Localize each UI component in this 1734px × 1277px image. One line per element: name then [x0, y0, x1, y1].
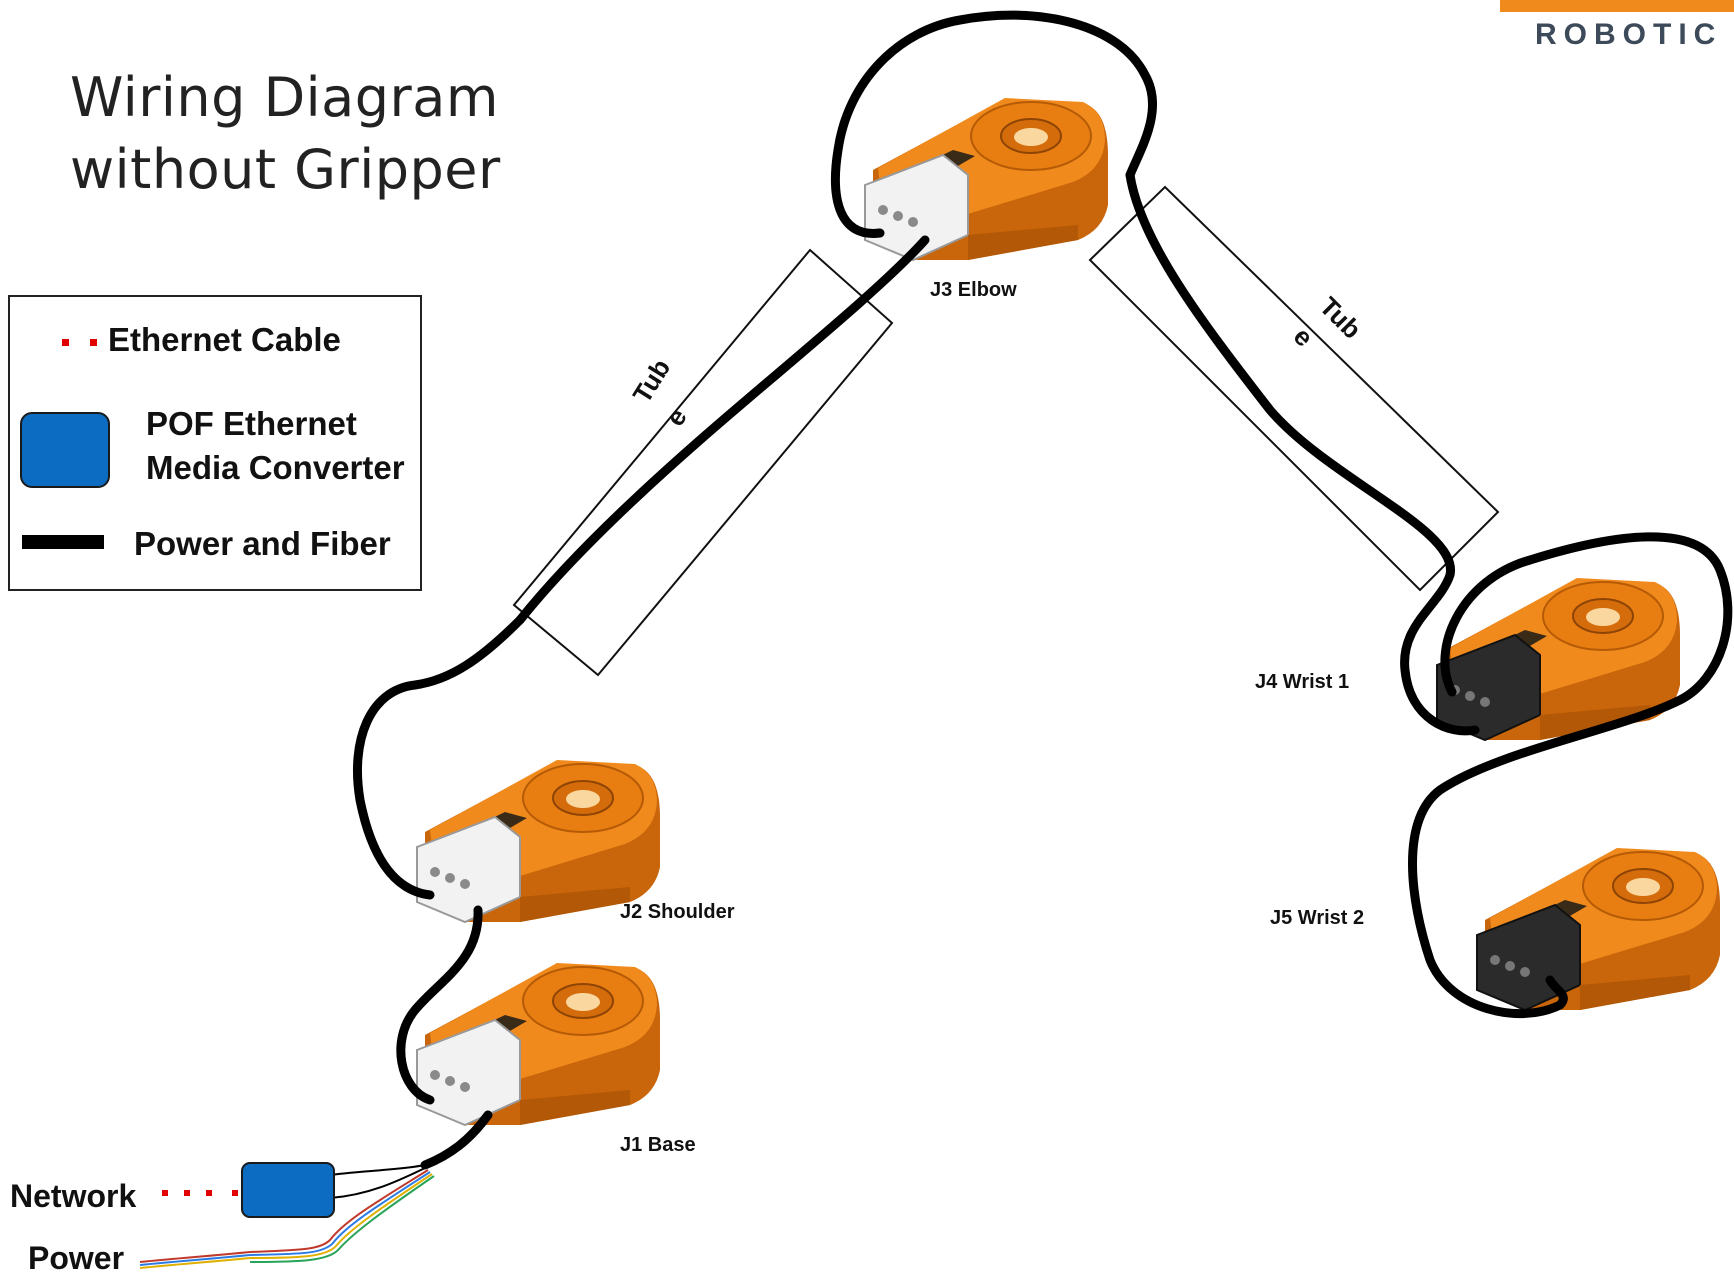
- cable-j1-out: [420, 1110, 493, 1170]
- tube-right: Tub e: [1088, 185, 1500, 592]
- cable-j3-down: [515, 235, 930, 625]
- tube-left-label-1: Tub: [627, 354, 677, 409]
- cable-j3-to-j2: [352, 615, 525, 900]
- cable-j4-loop: [1408, 532, 1733, 1019]
- cable-j3-right: [1125, 170, 1480, 736]
- legend-power-fiber-label: Power and Fiber: [134, 525, 391, 562]
- tube-right-label-1: Tub: [1314, 291, 1368, 345]
- tube-left-label-2: e: [660, 403, 693, 431]
- joint-label-j3: J3 Elbow: [930, 279, 1017, 301]
- joint-label-j4: J4 Wrist 1: [1255, 671, 1350, 693]
- page-title-line1: Wiring Diagram: [70, 66, 499, 129]
- joint-label-j2: J2 Shoulder: [620, 901, 735, 923]
- power-fiber-cables: [352, 10, 1733, 1170]
- page-title-line2: without Gripper: [70, 138, 501, 201]
- actuator-j1: [416, 962, 661, 1126]
- brand-logo: [1500, 0, 1734, 12]
- cable-j3-loop: [831, 10, 1158, 238]
- converter-legend-icon: [20, 412, 110, 488]
- ethernet-cable-dots: [162, 1190, 238, 1196]
- legend-converter-label-2: Media Converter: [146, 449, 405, 486]
- actuator-j2: [416, 759, 661, 923]
- power-label: Power: [28, 1240, 125, 1276]
- actuator-j3: [864, 97, 1109, 261]
- joint-label-j1: J1 Base: [620, 1134, 696, 1156]
- actuator-j5: [1476, 847, 1721, 1011]
- legend-box: Ethernet Cable POF Ethernet Media Conver…: [8, 295, 422, 591]
- legend-ethernet-label: Ethernet Cable: [108, 321, 341, 358]
- network-label: Network: [10, 1178, 137, 1214]
- media-converter-box: [241, 1162, 335, 1218]
- cable-j2-to-j1: [396, 905, 483, 1105]
- joint-label-j5: J5 Wrist 2: [1270, 907, 1365, 929]
- power-fiber-legend-icon: [22, 535, 104, 549]
- brand-text: ROBOTIC: [1535, 18, 1723, 51]
- tube-left: Tub e: [512, 248, 894, 677]
- tube-right-label-2: e: [1288, 321, 1319, 352]
- legend-converter-label-1: POF Ethernet: [146, 405, 357, 442]
- thin-wires: [139, 1164, 435, 1269]
